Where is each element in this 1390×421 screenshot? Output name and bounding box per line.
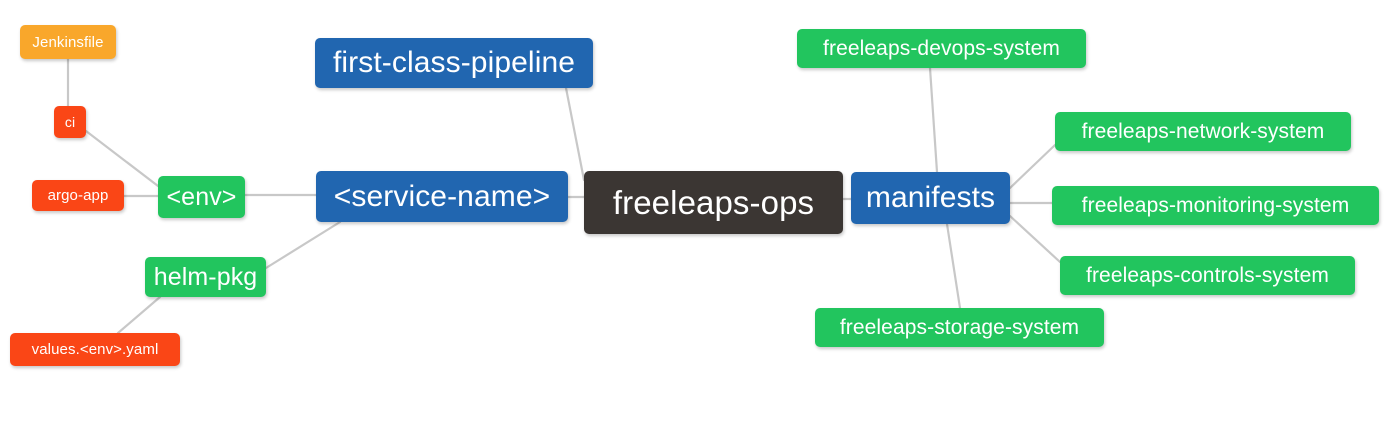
node-label: manifests bbox=[865, 181, 996, 214]
edge-service-name-to-helm-pkg bbox=[264, 220, 342, 270]
node-freeleaps-storage-system[interactable]: freeleaps-storage-system bbox=[815, 308, 1104, 347]
node-label: ci bbox=[64, 114, 76, 130]
node-env[interactable]: <env> bbox=[158, 176, 245, 218]
node-jenkinsfile[interactable]: Jenkinsfile bbox=[20, 25, 116, 59]
edge-ci-to-env bbox=[84, 129, 160, 188]
node-label: argo-app bbox=[47, 187, 109, 204]
node-label: helm-pkg bbox=[153, 262, 258, 291]
edge-helm-pkg-to-values-env-yaml bbox=[116, 295, 162, 335]
edge-manifests-to-devops-system bbox=[928, 66, 939, 174]
node-label: freeleaps-network-system bbox=[1081, 120, 1325, 143]
node-freeleaps-network-system[interactable]: freeleaps-network-system bbox=[1055, 112, 1351, 151]
node-label: <service-name> bbox=[333, 179, 551, 213]
node-values-env-yaml[interactable]: values.<env>.yaml bbox=[10, 333, 180, 366]
node-first-class-pipeline[interactable]: first-class-pipeline bbox=[315, 38, 593, 88]
node-label: freeleaps-controls-system bbox=[1086, 264, 1329, 287]
edge-manifests-to-storage-system bbox=[945, 222, 962, 310]
node-freeleaps-monitoring-system[interactable]: freeleaps-monitoring-system bbox=[1052, 186, 1379, 225]
node-label: freeleaps-ops bbox=[612, 184, 815, 221]
node-freeleaps-controls-system[interactable]: freeleaps-controls-system bbox=[1060, 256, 1355, 295]
node-label: Jenkinsfile bbox=[32, 33, 104, 51]
node-helm-pkg[interactable]: helm-pkg bbox=[145, 257, 266, 297]
node-label: first-class-pipeline bbox=[332, 46, 576, 79]
node-label: <env> bbox=[166, 182, 237, 211]
node-label: freeleaps-monitoring-system bbox=[1081, 194, 1350, 217]
node-argo-app[interactable]: argo-app bbox=[32, 180, 124, 211]
node-manifests[interactable]: manifests bbox=[851, 172, 1010, 224]
edge-manifests-to-network-system bbox=[1008, 143, 1057, 190]
node-ci[interactable]: ci bbox=[54, 106, 86, 138]
node-label: freeleaps-devops-system bbox=[823, 37, 1060, 60]
edge-first-class-pipeline-to-freeleaps-ops bbox=[564, 86, 586, 182]
node-label: values.<env>.yaml bbox=[31, 341, 159, 358]
node-label: freeleaps-storage-system bbox=[839, 316, 1080, 339]
node-service-name[interactable]: <service-name> bbox=[316, 171, 568, 222]
node-freeleaps-devops-system[interactable]: freeleaps-devops-system bbox=[797, 29, 1086, 68]
node-freeleaps-ops-root[interactable]: freeleaps-ops bbox=[584, 171, 843, 234]
